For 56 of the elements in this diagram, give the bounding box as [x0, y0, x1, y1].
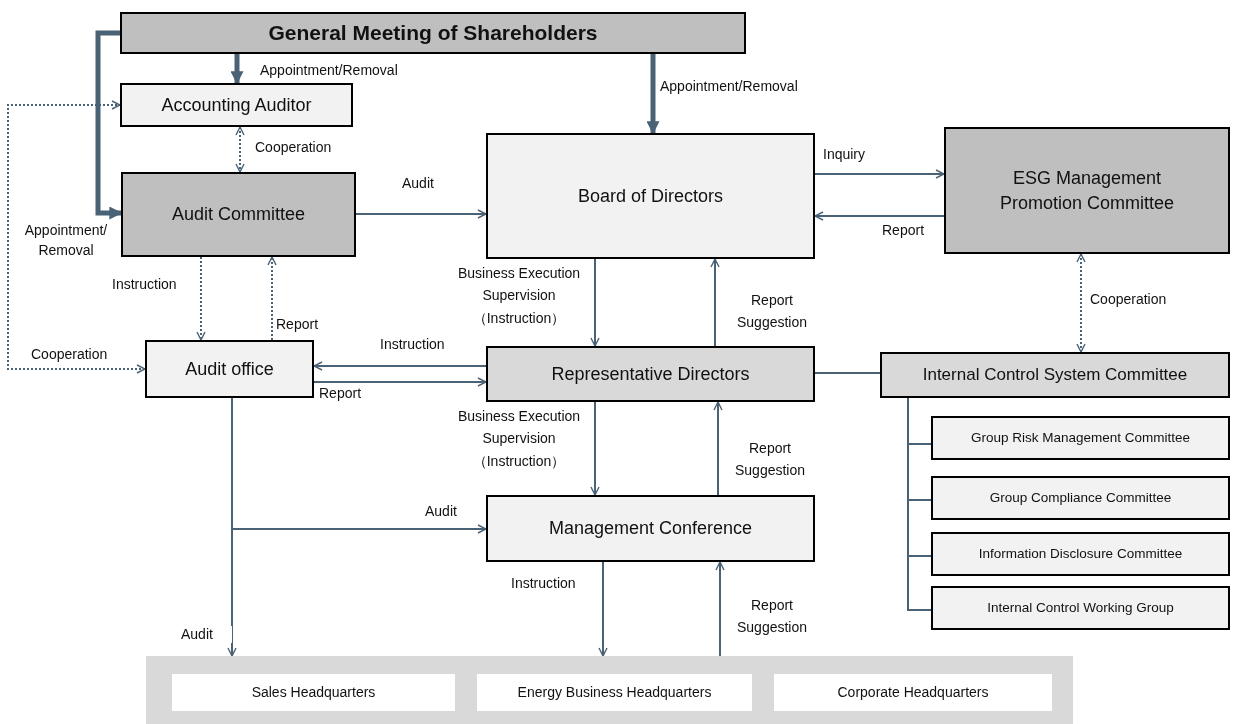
node-label: General Meeting of Shareholders	[268, 19, 598, 46]
arrow	[313, 361, 487, 371]
node-label: Internal Control System Committee	[922, 363, 1188, 386]
org-box	[486, 495, 815, 562]
arrow	[710, 258, 720, 347]
node-label: Accounting Auditor	[161, 93, 312, 117]
arrow	[227, 397, 237, 657]
org-box	[145, 340, 314, 398]
org-box	[880, 352, 1230, 398]
org-box	[120, 83, 353, 127]
node-label: Energy Business Headquarters	[517, 683, 712, 702]
node-label: Sales Headquarters	[251, 683, 376, 702]
node-label: Group Risk Management Committee	[970, 428, 1191, 447]
org-box	[931, 476, 1230, 520]
node-label: Information Disclosure Committee	[978, 544, 1183, 563]
arrow	[95, 30, 123, 220]
org-box	[486, 346, 815, 402]
arrow	[235, 126, 245, 173]
connector-line	[814, 372, 881, 374]
node-label: Corporate Headquarters	[837, 683, 989, 702]
arrow	[7, 100, 146, 374]
connector-line	[907, 397, 932, 611]
arrow	[196, 256, 206, 341]
node-label: Audit office	[185, 357, 274, 381]
division-band	[146, 656, 1073, 724]
arrow	[230, 54, 244, 85]
org-box	[774, 674, 1052, 711]
node-label: Group Compliance Committee	[989, 488, 1172, 507]
node-label: ESG Management Promotion Committee	[998, 167, 1176, 215]
arrow	[598, 561, 608, 657]
arrow	[646, 54, 660, 135]
arrow	[590, 258, 600, 347]
org-box	[120, 12, 746, 54]
arrow	[713, 401, 723, 496]
org-box	[121, 172, 356, 257]
edge-label: Audit	[180, 626, 232, 643]
org-box	[931, 416, 1230, 460]
node-label: Board of Directors	[577, 184, 724, 208]
arrow	[267, 256, 277, 341]
org-box	[172, 674, 455, 711]
org-box	[944, 127, 1230, 254]
arrow	[715, 561, 725, 657]
arrow	[590, 401, 600, 496]
arrow	[313, 377, 487, 387]
org-box	[477, 674, 752, 711]
node-label: Internal Control Working Group	[987, 598, 1174, 617]
node-label: Audit Committee	[171, 203, 306, 227]
org-box	[931, 586, 1230, 630]
org-box	[486, 133, 815, 259]
arrow	[1076, 253, 1086, 353]
arrow	[355, 209, 487, 219]
arrow	[814, 211, 945, 221]
node-label: Representative Directors	[551, 362, 750, 386]
org-box	[931, 532, 1230, 576]
arrow	[814, 169, 945, 179]
node-label: Management Conference	[548, 517, 753, 541]
